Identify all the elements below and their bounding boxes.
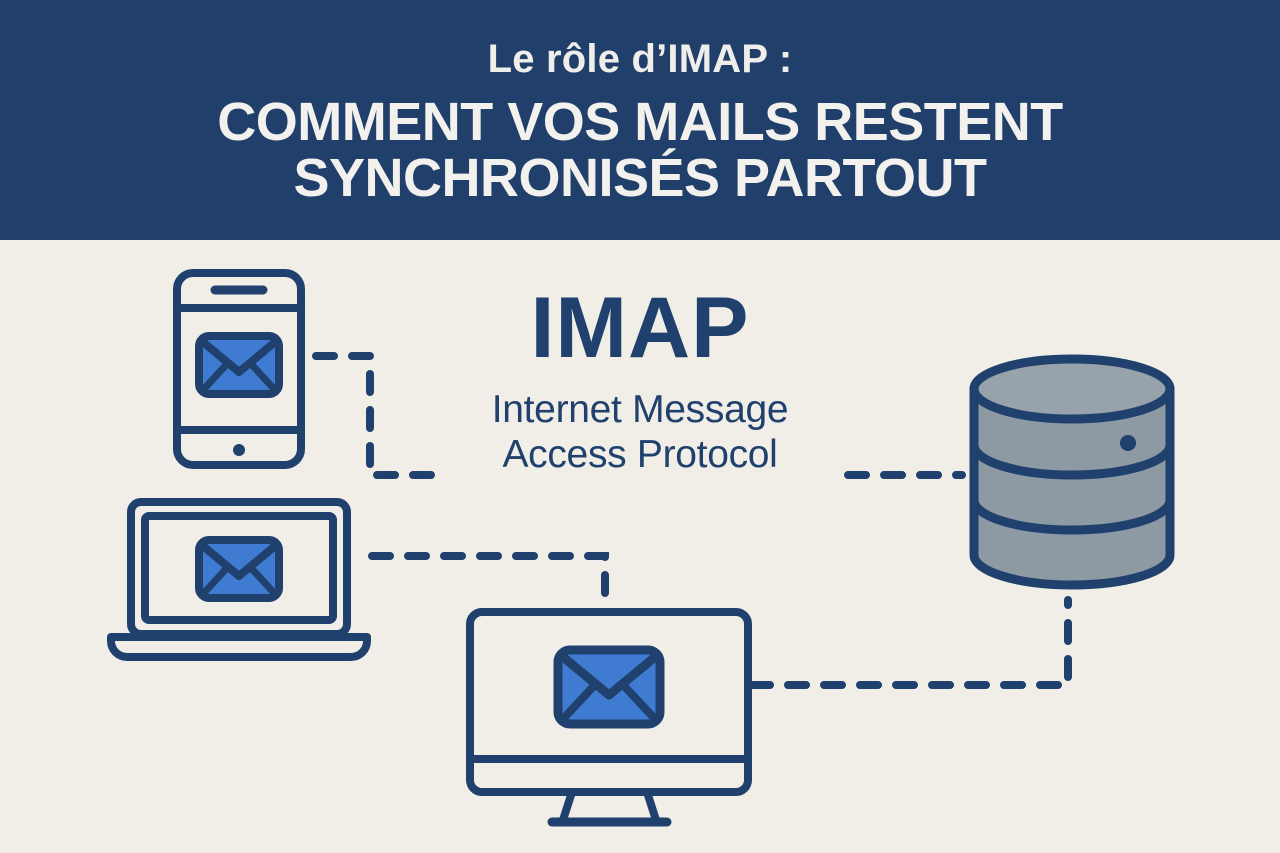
laptop-screen-inner xyxy=(141,512,337,624)
laptop-envelope-icon xyxy=(195,536,283,602)
imap-expansion-line-1: Internet Message xyxy=(491,388,789,431)
imap-expansion: Internet Message Access Protocol xyxy=(400,387,880,477)
header-kicker: Le rôle d’IMAP : xyxy=(487,36,793,81)
connector-phone-to-imap xyxy=(312,352,452,479)
headline-line-1: COMMENT VOS MAILS RESTENT xyxy=(217,91,1063,152)
header-headline: COMMENT VOS MAILS RESTENT SYNCHRONISÉS P… xyxy=(217,94,1063,206)
monitor-body xyxy=(466,608,752,796)
database-tier-1 xyxy=(969,440,1175,480)
connector-laptop-to-desktop xyxy=(368,552,609,610)
phone-body xyxy=(173,269,305,469)
connector-desktop-to-server xyxy=(748,596,1072,689)
database-indicator-dot xyxy=(1120,435,1136,451)
database-top xyxy=(969,354,1175,424)
imap-acronym: IMAP xyxy=(530,280,750,376)
headline-line-2: SYNCHRONISÉS PARTOUT xyxy=(293,148,987,208)
header-banner: Le rôle d’IMAP : COMMENT VOS MAILS RESTE… xyxy=(0,0,1280,240)
imap-text-block: IMAP Internet Message Access Protocol xyxy=(400,285,880,477)
phone-envelope-icon xyxy=(195,332,283,398)
database-body xyxy=(969,354,1175,590)
phone-home-button xyxy=(233,444,245,456)
monitor-stand-legs xyxy=(559,788,660,824)
database-tier-2 xyxy=(969,495,1175,535)
monitor-envelope-icon xyxy=(553,645,665,729)
imap-expansion-line-2: Access Protocol xyxy=(502,433,778,477)
laptop-base xyxy=(107,633,371,661)
